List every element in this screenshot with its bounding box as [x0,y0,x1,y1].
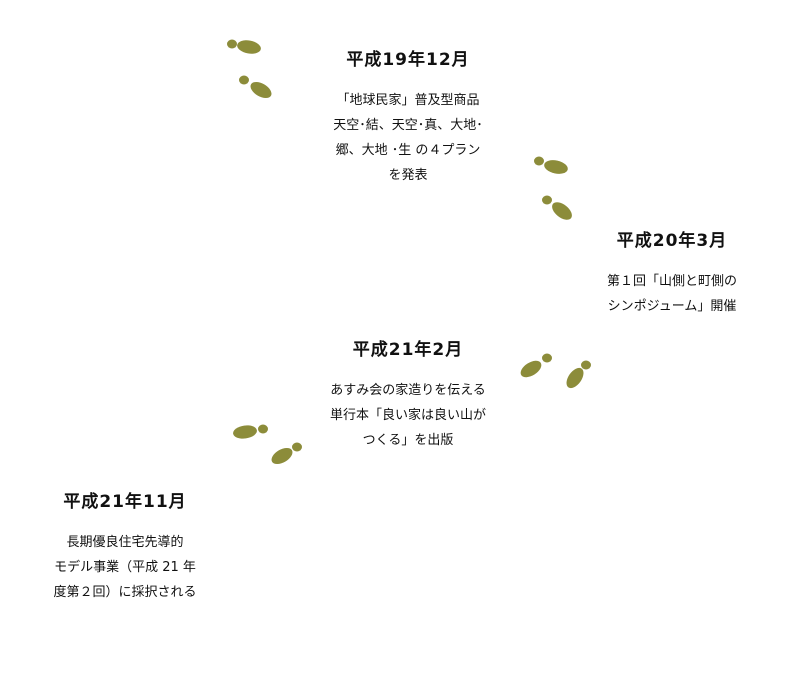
milestone-text-line: 天空･結、天空･真、大地･ [333,118,483,133]
footprint-icon [239,75,272,99]
footprint-icon [534,156,568,174]
footprint-icon [520,353,552,378]
milestone-description: 第１回「山側と町側の シンポジューム」開催 [557,269,787,319]
footprint-icon [566,360,591,389]
footprint-icon [271,442,302,465]
milestone-2007-12: 平成19年12月 「地球民家」普及型商品 天空･結、天空･真、大地･ 郷、大地 … [293,50,523,188]
milestone-date: 平成19年12月 [346,50,470,70]
milestone-text-line: モデル事業（平成 21 年 [54,560,196,575]
milestone-2008-03: 平成20年3月 第１回「山側と町側の シンポジューム」開催 [557,231,787,319]
milestone-text-line: あすみ会の家造りを伝える [330,383,486,398]
milestone-date: 平成20年3月 [616,231,728,251]
milestone-text-line: 「地球民家」普及型商品 [336,93,480,108]
footprint-icon [227,39,261,54]
milestone-text-line: 第１回「山側と町側の [606,274,737,289]
milestone-2009-02: 平成21年2月 あすみ会の家造りを伝える 単行本「良い家は良い山が つくる」を出… [293,340,523,453]
milestone-text-line: 単行本「良い家は良い山が [329,408,486,423]
milestone-text-line: シンポジューム」開催 [607,299,737,314]
milestone-date: 平成21年2月 [352,340,464,360]
footprint-icon [233,424,268,439]
footprint-icon [542,195,572,220]
milestone-date: 平成21年11月 [63,492,187,512]
milestone-text-line: つくる」を出版 [362,433,454,448]
milestone-text-line: 長期優良住宅先導的 [66,535,184,550]
milestone-description: 「地球民家」普及型商品 天空･結、天空･真、大地･ 郷、大地 ･生 の４プラン … [293,88,523,188]
milestone-text-line: 郷、大地 ･生 の４プラン [335,143,481,158]
milestone-2009-11: 平成21年11月 長期優良住宅先導的 モデル事業（平成 21 年 度第２回）に採… [10,492,240,605]
milestone-text-line: を発表 [388,168,428,183]
milestone-description: 長期優良住宅先導的 モデル事業（平成 21 年 度第２回）に採択される [10,530,240,605]
milestone-text-line: 度第２回）に採択される [53,585,197,600]
milestone-description: あすみ会の家造りを伝える 単行本「良い家は良い山が つくる」を出版 [293,378,523,453]
